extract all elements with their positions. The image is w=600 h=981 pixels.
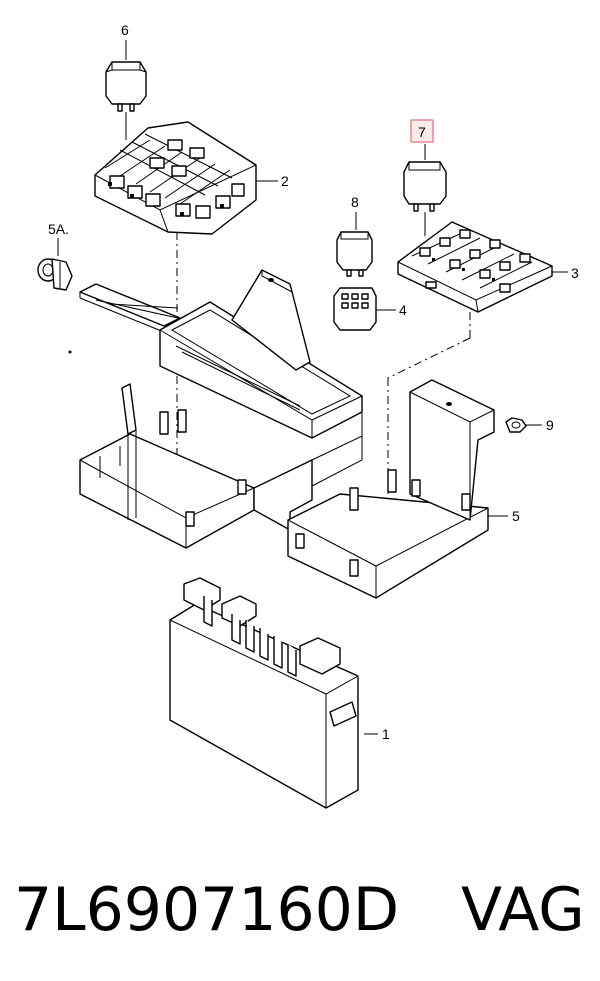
relay-part-6 bbox=[105, 40, 147, 140]
callout-3: 3 bbox=[571, 265, 579, 281]
exploded-parts-diagram: 6 7 2 8 5A. 3 4 9 5 1 bbox=[37, 22, 579, 809]
brand-name: VAG bbox=[461, 875, 585, 945]
relay-plate-part-3 bbox=[397, 221, 568, 313]
callout-labels: 6 7 2 8 5A. 3 4 9 5 1 bbox=[48, 22, 579, 742]
control-unit-part-1 bbox=[169, 577, 378, 809]
nut-part-9 bbox=[505, 417, 542, 433]
callout-4: 4 bbox=[399, 302, 407, 318]
callout-8: 8 bbox=[351, 194, 359, 210]
relay-part-8 bbox=[336, 212, 373, 277]
grommet-part-5a bbox=[37, 238, 73, 354]
callout-5a: 5A. bbox=[48, 221, 69, 237]
tray-part-5 bbox=[287, 379, 508, 599]
housing-bracket bbox=[79, 269, 363, 549]
callout-5: 5 bbox=[512, 508, 520, 524]
relay-carrier-part-2 bbox=[94, 121, 278, 235]
callout-1: 1 bbox=[382, 726, 390, 742]
callout-2: 2 bbox=[281, 173, 289, 189]
callout-6: 6 bbox=[121, 22, 129, 38]
callout-9: 9 bbox=[546, 417, 554, 433]
relay-part-7 bbox=[403, 144, 447, 236]
callout-7-highlight bbox=[410, 119, 434, 143]
connector-part-4 bbox=[333, 287, 396, 331]
part-number: 7L6907160D bbox=[14, 875, 400, 945]
callout-7: 7 bbox=[418, 124, 426, 140]
part-number-caption: 7L6907160D VAG bbox=[14, 860, 594, 960]
